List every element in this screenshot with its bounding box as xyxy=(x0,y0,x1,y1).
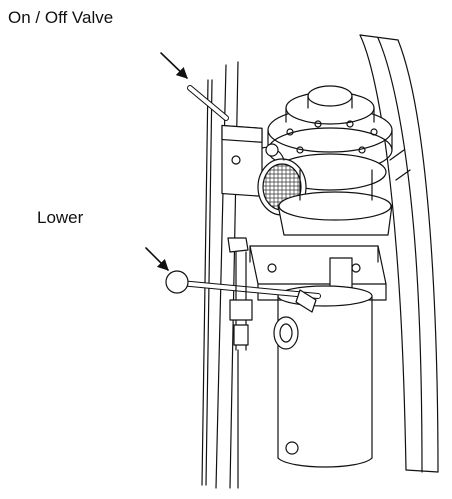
regulator-dome xyxy=(267,85,393,191)
lower-arrow xyxy=(145,247,169,271)
on-off-valve-label: On / Off Valve xyxy=(8,8,114,27)
valve-arrow xyxy=(160,52,188,79)
motor-body xyxy=(277,169,393,236)
knob xyxy=(273,316,299,350)
hose-fittings xyxy=(227,237,253,489)
lower-label: Lower xyxy=(37,208,84,227)
reservoir-tank xyxy=(277,285,373,468)
mounting-bracket xyxy=(249,245,387,301)
on-off-valve xyxy=(187,85,263,197)
lower-lever xyxy=(165,270,321,313)
right-frame-panel xyxy=(359,34,439,473)
